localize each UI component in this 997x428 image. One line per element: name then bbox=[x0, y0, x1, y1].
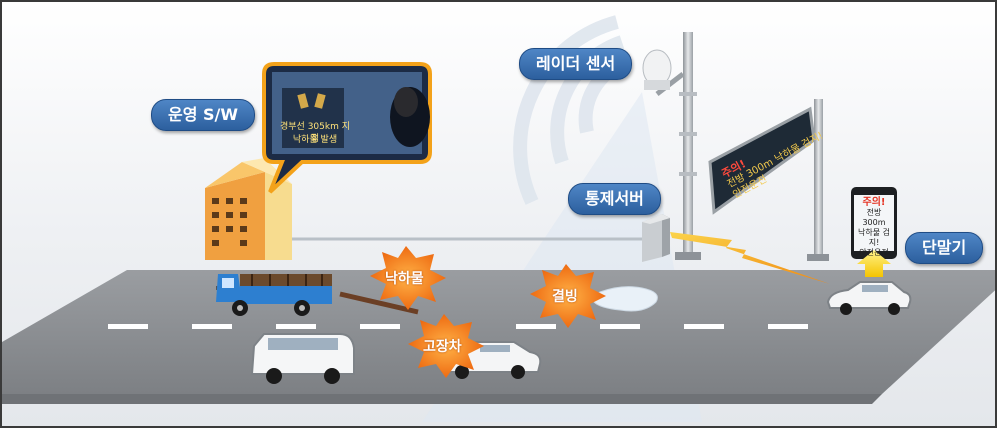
label-terminal: 단말기 bbox=[905, 232, 984, 264]
falling-object-plank bbox=[339, 291, 419, 315]
falling-object-burst bbox=[370, 246, 446, 310]
incident-icing: 결빙 bbox=[552, 289, 578, 305]
vms-gantry bbox=[708, 99, 829, 261]
label-control-server: 통제서버 bbox=[568, 183, 661, 215]
phone-line3: 안전운전 bbox=[859, 248, 889, 257]
phone-line2: 낙하물 검지! bbox=[858, 228, 890, 247]
lane-markings bbox=[108, 324, 808, 329]
road-edge bbox=[2, 394, 882, 404]
monitor-text-line2: 낙하물 발생 bbox=[292, 135, 338, 145]
incident-falling-object: 낙하물 bbox=[385, 271, 424, 287]
phone-text: 주의! 전방 300m 낙하물 검지! 안전운전 bbox=[854, 198, 894, 258]
label-radar-sensor: 레이더 센서 bbox=[519, 48, 633, 80]
terminal-car-icon bbox=[826, 281, 912, 315]
broken-vehicle-burst bbox=[408, 314, 484, 378]
phone-warning: 주의! bbox=[862, 197, 886, 208]
icing-burst bbox=[530, 264, 606, 328]
van-icon bbox=[250, 333, 355, 384]
radar-pole bbox=[642, 32, 701, 260]
incident-broken-vehicle: 고장차 bbox=[423, 339, 462, 355]
building-icon bbox=[205, 158, 292, 260]
monitor-text-line1: 경부선 305km 지점 bbox=[280, 122, 350, 144]
monitor-speech-bubble bbox=[262, 62, 432, 194]
lightning-bolt bbox=[670, 232, 830, 284]
road bbox=[2, 270, 995, 394]
truck-icon bbox=[216, 274, 332, 316]
label-operation-sw: 운영 S/W bbox=[151, 99, 256, 131]
upload-arrow bbox=[857, 250, 891, 277]
phone-line1: 전방 300m bbox=[862, 208, 886, 227]
smartphone-icon bbox=[851, 187, 897, 259]
server-cabinet-icon bbox=[642, 214, 670, 262]
